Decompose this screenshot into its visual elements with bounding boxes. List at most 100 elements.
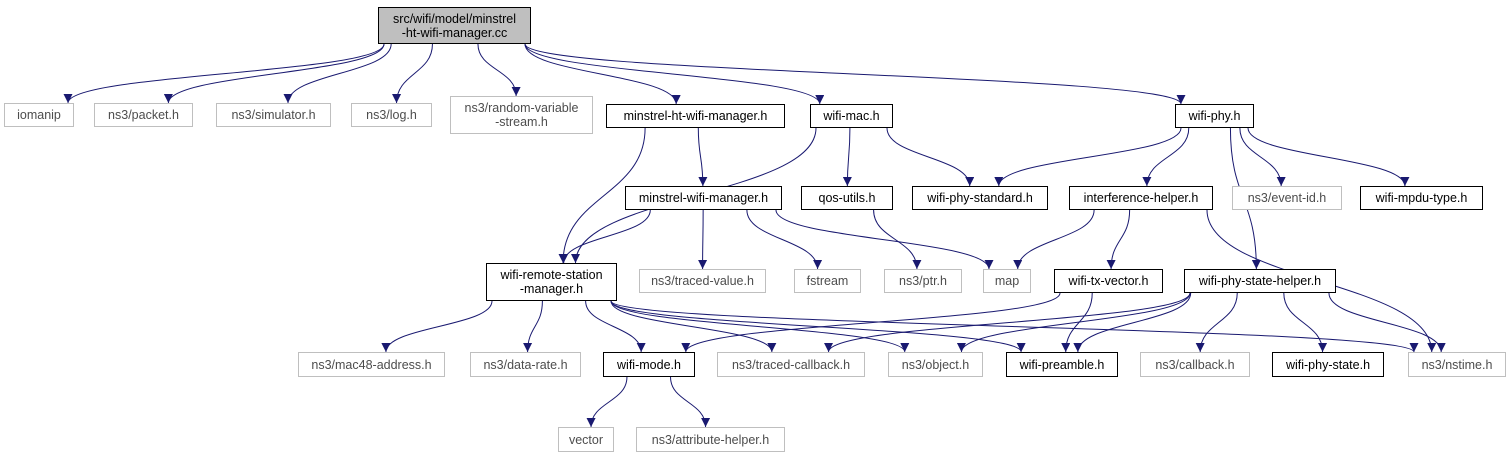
node-wifi-phy-h[interactable]: wifi-phy.h: [1175, 104, 1254, 128]
edge-txvec-to-wifimode: [681, 292, 1061, 353]
edge-mwm-to-fstream: [746, 209, 823, 270]
node-ns3-callback: ns3/callback.h: [1140, 352, 1250, 377]
edge-root-to-wifiphy: [524, 43, 1186, 105]
node-label: wifi-phy-standard.h: [927, 191, 1033, 205]
node-ns3-log: ns3/log.h: [351, 103, 432, 127]
node-wifi-phy-state-helper-h[interactable]: wifi-phy-state-helper.h: [1184, 269, 1336, 293]
node-ns3-event-id: ns3/event-id.h: [1232, 186, 1342, 210]
edge-mwm-to-wrsm: [559, 209, 651, 264]
node-wifi-remote-station-manager-h[interactable]: wifi-remote-station -manager.h: [486, 263, 617, 301]
node-ns3-nstime: ns3/nstime.h: [1408, 352, 1506, 377]
edge-wifiphy-to-ih: [1142, 127, 1190, 187]
edge-pshelper-to-object: [957, 292, 1191, 353]
node-label: wifi-mac.h: [823, 109, 880, 123]
edge-wifiphy-to-eventid: [1239, 127, 1286, 187]
edge-wrsm-to-tcb: [610, 300, 777, 353]
node-label: wifi-mpdu-type.h: [1375, 191, 1468, 205]
node-fstream: fstream: [794, 269, 861, 293]
edge-mhwm-to-mwm: [697, 127, 708, 187]
edge-pshelper-to-nstime: [1328, 292, 1446, 353]
edge-wifimode-to-attrhelper: [670, 376, 711, 428]
node-wifi-mpdu-type-h[interactable]: wifi-mpdu-type.h: [1360, 186, 1483, 210]
edge-wifimac-to-wps: [886, 127, 975, 187]
node-wifi-tx-vector-h[interactable]: wifi-tx-vector.h: [1054, 269, 1163, 293]
edge-wifimode-to-vector: [586, 376, 628, 428]
node-label: ns3/ptr.h: [899, 274, 947, 288]
node-label: ns3/attribute-helper.h: [651, 432, 770, 447]
node-ns3-traced-value: ns3/traced-value.h: [639, 269, 766, 293]
node-label: ns3/packet.h: [108, 108, 179, 122]
node-label: map: [994, 274, 1020, 288]
node-label: ns3/mac48-address.h: [311, 357, 432, 372]
node-label: ns3/simulator.h: [231, 108, 316, 122]
node-label: ns3/data-rate.h: [483, 357, 568, 372]
node-ns3-mac48-address: ns3/mac48-address.h: [298, 352, 445, 377]
node-interference-helper-h[interactable]: interference-helper.h: [1069, 186, 1213, 210]
node-wifi-mode-h[interactable]: wifi-mode.h: [603, 352, 695, 377]
node-label: qos-utils.h: [818, 191, 876, 205]
edge-wifimac-to-qos: [842, 127, 852, 187]
node-ns3-packet: ns3/packet.h: [94, 103, 193, 127]
node-label: wifi-phy.h: [1188, 109, 1241, 123]
node-root-minstrel-ht-wifi-manager-cc: src/wifi/model/minstrel -ht-wifi-manager…: [378, 7, 531, 44]
edge-ih-to-txvec: [1106, 209, 1131, 270]
node-wifi-preamble-h[interactable]: wifi-preamble.h: [1006, 352, 1118, 377]
edge-mwm-to-tracedvalue: [698, 209, 708, 270]
edges-group: [63, 43, 1446, 428]
edge-pshelper-to-preamble: [1073, 292, 1192, 353]
node-wifi-phy-standard-h[interactable]: wifi-phy-standard.h: [912, 186, 1048, 210]
edge-ih-to-map: [1013, 209, 1095, 270]
edge-wifiphy-to-mpdu: [1247, 127, 1410, 187]
edge-root-to-packet: [163, 43, 385, 104]
node-wifi-mac-h[interactable]: wifi-mac.h: [810, 104, 893, 128]
node-label: minstrel-ht-wifi-manager.h: [623, 109, 768, 123]
node-label: wifi-preamble.h: [1019, 357, 1105, 372]
node-vector: vector: [558, 427, 614, 452]
edge-qos-to-ptr: [873, 209, 922, 270]
node-qos-utils-h[interactable]: qos-utils.h: [801, 186, 893, 210]
node-label: ns3/log.h: [366, 108, 417, 122]
edge-root-to-rvs: [477, 43, 521, 97]
node-wifi-phy-state-h[interactable]: wifi-phy-state.h: [1272, 352, 1384, 377]
edge-wrsm-to-mac48: [381, 300, 493, 353]
node-minstrel-ht-wifi-manager-h[interactable]: minstrel-ht-wifi-manager.h: [606, 104, 785, 128]
node-label: wifi-phy-state.h: [1285, 357, 1371, 372]
edge-root-to-log: [392, 43, 433, 104]
node-minstrel-wifi-manager-h[interactable]: minstrel-wifi-manager.h: [625, 186, 782, 210]
node-label: ns3/traced-callback.h: [731, 357, 851, 372]
node-label: ns3/random-variable -stream.h: [464, 101, 579, 129]
edge-wrsm-to-nstime: [610, 300, 1419, 353]
edge-wifiphy-to-wps: [994, 127, 1182, 187]
edge-mwm-to-map: [775, 209, 994, 270]
node-label: wifi-phy-state-helper.h: [1198, 274, 1322, 288]
edge-mhwm-to-wrsm: [558, 127, 646, 264]
edge-pshelper-to-tcb: [824, 292, 1191, 353]
node-label: wifi-tx-vector.h: [1068, 274, 1149, 288]
node-ns3-traced-callback: ns3/traced-callback.h: [717, 352, 865, 377]
node-ns3-object: ns3/object.h: [888, 352, 983, 377]
node-label: fstream: [806, 274, 849, 288]
node-ns3-simulator: ns3/simulator.h: [216, 103, 331, 127]
node-label: ns3/object.h: [901, 357, 970, 372]
node-ns3-attribute-helper: ns3/attribute-helper.h: [636, 427, 785, 452]
node-label: ns3/traced-value.h: [651, 274, 754, 288]
node-label: vector: [568, 432, 604, 447]
edge-wrsm-to-datarate: [523, 300, 543, 353]
node-iomanip: iomanip: [4, 103, 74, 127]
node-label: src/wifi/model/minstrel -ht-wifi-manager…: [393, 11, 516, 40]
node-ns3-ptr: ns3/ptr.h: [884, 269, 962, 293]
node-label: ns3/callback.h: [1155, 357, 1235, 372]
node-ns3-random-variable-stream: ns3/random-variable -stream.h: [450, 96, 593, 134]
node-label: interference-helper.h: [1083, 191, 1199, 205]
node-label: wifi-mode.h: [617, 357, 681, 372]
edge-root-to-mhwm: [524, 43, 681, 105]
node-label: iomanip: [17, 108, 61, 122]
edge-root-to-iomanip: [63, 43, 385, 104]
edge-wrsm-to-preamble: [610, 300, 1026, 353]
node-label: minstrel-wifi-manager.h: [638, 191, 769, 205]
edge-wrsm-to-object: [610, 300, 910, 353]
edge-wrsm-to-wifimode: [585, 300, 646, 353]
node-label: ns3/nstime.h: [1421, 357, 1493, 372]
node-ns3-data-rate: ns3/data-rate.h: [470, 352, 581, 377]
